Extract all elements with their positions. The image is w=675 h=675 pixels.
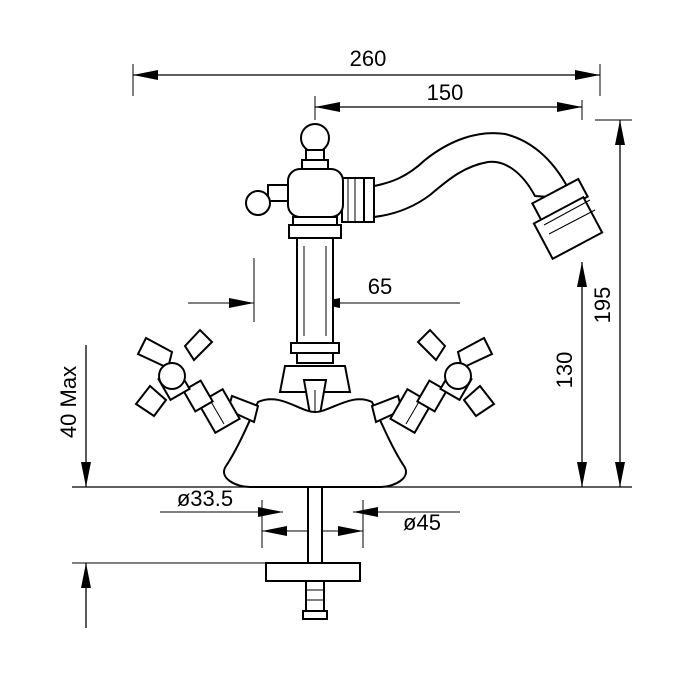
dimension-label-spout-reach: 150 xyxy=(427,80,464,105)
right-cross-handle xyxy=(370,328,496,435)
dimension-total-height: 195 xyxy=(590,119,632,487)
dimension-overall-width: 260 xyxy=(132,46,601,96)
dimension-label-max-deck-thickness: 40 Max xyxy=(56,366,81,438)
dimension-label-base-diameter: ø45 xyxy=(403,510,441,535)
dimension-label-overall-width: 260 xyxy=(350,46,387,71)
dimension-label-handle-spacing: 65 xyxy=(368,274,392,299)
mounting-shank xyxy=(265,486,361,620)
faucet-body xyxy=(223,123,407,488)
dimension-label-total-height: 195 xyxy=(590,287,615,324)
dimension-base-diameter: ø45 xyxy=(261,500,460,548)
spout xyxy=(341,132,604,261)
dimension-spout-reach: 150 xyxy=(314,80,583,120)
dimension-label-spout-height: 130 xyxy=(552,352,577,389)
dimension-hole-diameter: ø33.5 xyxy=(160,486,283,517)
dimension-spout-height: 130 xyxy=(552,262,587,487)
dimension-label-hole-diameter: ø33.5 xyxy=(177,486,233,511)
left-cross-handle xyxy=(134,328,260,435)
